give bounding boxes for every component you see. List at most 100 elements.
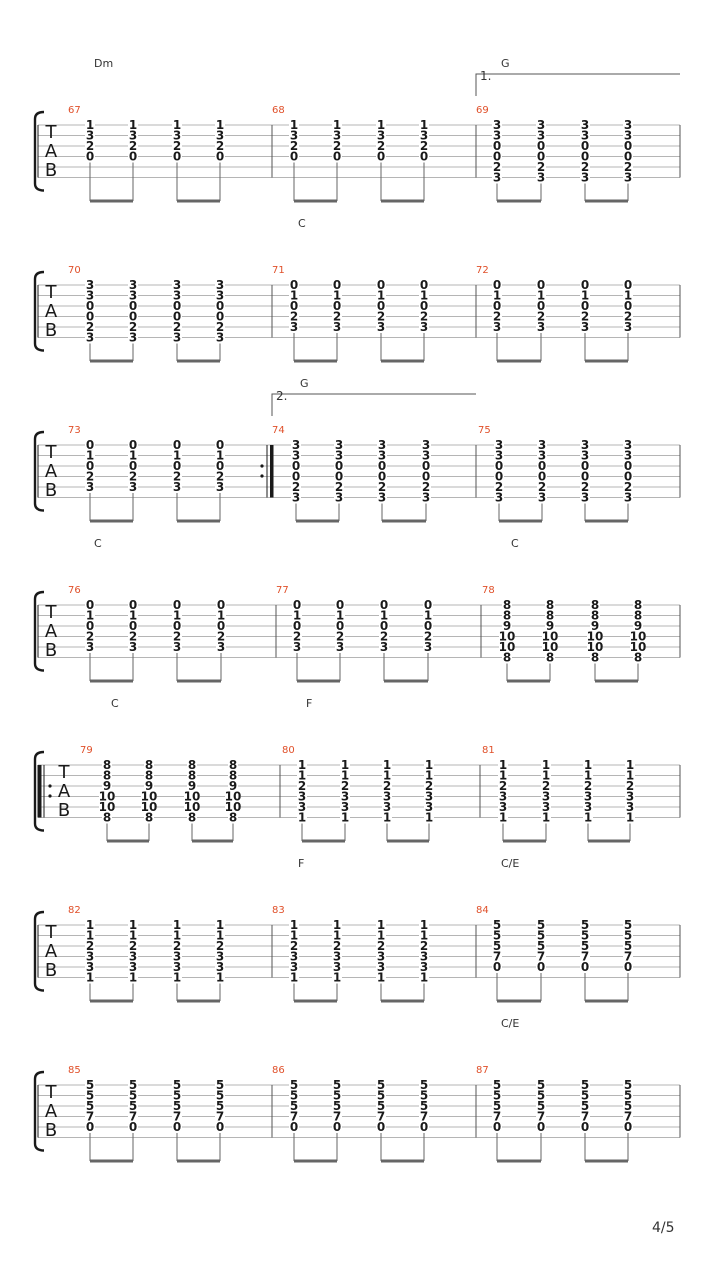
fret-bg bbox=[419, 322, 429, 332]
fret-number: 2 bbox=[378, 480, 386, 494]
fret-bg bbox=[623, 1090, 633, 1101]
fret-bg bbox=[376, 920, 386, 930]
fret-number: 2 bbox=[624, 160, 632, 174]
fret-bg bbox=[215, 482, 225, 492]
fret-number: 3 bbox=[581, 171, 589, 185]
fret-number: 2 bbox=[493, 310, 501, 324]
fret-number: 1 bbox=[290, 289, 298, 303]
fret-number: 3 bbox=[377, 960, 385, 974]
fret-number: 8 bbox=[503, 651, 511, 665]
fret-bg bbox=[492, 1090, 502, 1101]
fret-number: 1 bbox=[216, 929, 224, 943]
fret-number: 1 bbox=[420, 118, 428, 132]
fret-number: 0 bbox=[581, 470, 589, 484]
fret-bg bbox=[423, 600, 433, 610]
fret-number: 10 bbox=[630, 640, 647, 654]
fret-bg bbox=[85, 450, 95, 461]
fret-bg bbox=[580, 1090, 590, 1101]
fret-number: 1 bbox=[129, 929, 137, 943]
fret-bg bbox=[128, 951, 138, 962]
fret-number: 3 bbox=[129, 950, 137, 964]
fret-number: 10 bbox=[587, 630, 604, 644]
fret-bg bbox=[187, 760, 197, 770]
fret-number: 2 bbox=[86, 470, 94, 484]
fret-bg bbox=[580, 450, 590, 461]
fret-number: 8 bbox=[229, 758, 237, 772]
fret-bg bbox=[335, 642, 345, 652]
fret-number: 3 bbox=[378, 491, 386, 505]
repeat-thick-bar bbox=[38, 765, 42, 818]
fret-number: 5 bbox=[581, 918, 589, 932]
fret-number: 0 bbox=[336, 598, 344, 612]
fret-number: 3 bbox=[173, 331, 181, 345]
fret-number: 3 bbox=[216, 960, 224, 974]
fret-bg bbox=[85, 930, 95, 941]
measure-number: 82 bbox=[68, 905, 81, 916]
fret-bg bbox=[144, 781, 154, 791]
fret-bg bbox=[332, 951, 342, 962]
fret-bg bbox=[536, 1080, 546, 1090]
fret-number: 5 bbox=[173, 1099, 181, 1113]
fret-number: 0 bbox=[216, 459, 224, 473]
fret-bg bbox=[85, 461, 95, 471]
fret-number: 0 bbox=[624, 278, 632, 292]
fret-bg bbox=[332, 290, 342, 301]
fret-number: 9 bbox=[503, 619, 511, 633]
fret-bg bbox=[172, 332, 182, 343]
fret-bg bbox=[492, 1111, 502, 1122]
fret-bg bbox=[85, 631, 95, 642]
fret-number: 2 bbox=[584, 779, 592, 793]
fret-bg bbox=[172, 301, 182, 311]
fret-number: 8 bbox=[145, 811, 153, 825]
fret-bg bbox=[423, 631, 433, 642]
fret-bg bbox=[85, 301, 95, 311]
fret-bg bbox=[85, 1090, 95, 1101]
fret-number: 2 bbox=[129, 939, 137, 953]
fret-number: 2 bbox=[129, 630, 137, 644]
fret-bg bbox=[419, 301, 429, 311]
fret-bg bbox=[494, 440, 504, 450]
fret-number: 1 bbox=[425, 758, 433, 772]
fret-bg bbox=[492, 280, 502, 290]
fret-number: 7 bbox=[624, 950, 632, 964]
fret-number: 1 bbox=[217, 609, 225, 623]
fret-bg bbox=[332, 151, 342, 162]
fret-bg bbox=[85, 311, 95, 322]
fret-number: 1 bbox=[383, 811, 391, 825]
fret-bg bbox=[623, 920, 633, 930]
fret-bg bbox=[623, 311, 633, 322]
fret-bg bbox=[172, 311, 182, 322]
fret-number: 1 bbox=[298, 811, 306, 825]
fret-number: 1 bbox=[173, 929, 181, 943]
fret-bg bbox=[623, 322, 633, 332]
fret-number: 3 bbox=[173, 480, 181, 494]
fret-number: 0 bbox=[290, 150, 298, 164]
fret-number: 3 bbox=[537, 171, 545, 185]
fret-bg bbox=[215, 130, 225, 141]
fret-bg bbox=[128, 920, 138, 930]
fret-number: 3 bbox=[422, 449, 430, 463]
fret-number: 2 bbox=[624, 480, 632, 494]
fret-number: 0 bbox=[493, 150, 501, 164]
fret-bg bbox=[580, 471, 590, 482]
fret-number: 5 bbox=[537, 918, 545, 932]
fret-number: 0 bbox=[581, 278, 589, 292]
fret-bg bbox=[85, 141, 95, 151]
fret-number: 5 bbox=[333, 1078, 341, 1092]
fret-number: 2 bbox=[422, 480, 430, 494]
fret-bg bbox=[498, 812, 508, 823]
fret-bg bbox=[228, 812, 238, 823]
fret-bg bbox=[536, 951, 546, 962]
fret-number: 0 bbox=[129, 459, 137, 473]
fret-bg bbox=[128, 1080, 138, 1090]
fret-number: 3 bbox=[581, 320, 589, 334]
fret-number: 9 bbox=[145, 779, 153, 793]
fret-number: 3 bbox=[290, 129, 298, 143]
fret-bg bbox=[85, 951, 95, 962]
fret-bg bbox=[291, 461, 301, 471]
fret-bg bbox=[498, 802, 508, 812]
fret-bg bbox=[633, 652, 643, 663]
fret-bg bbox=[128, 332, 138, 343]
fret-number: 5 bbox=[333, 1099, 341, 1113]
